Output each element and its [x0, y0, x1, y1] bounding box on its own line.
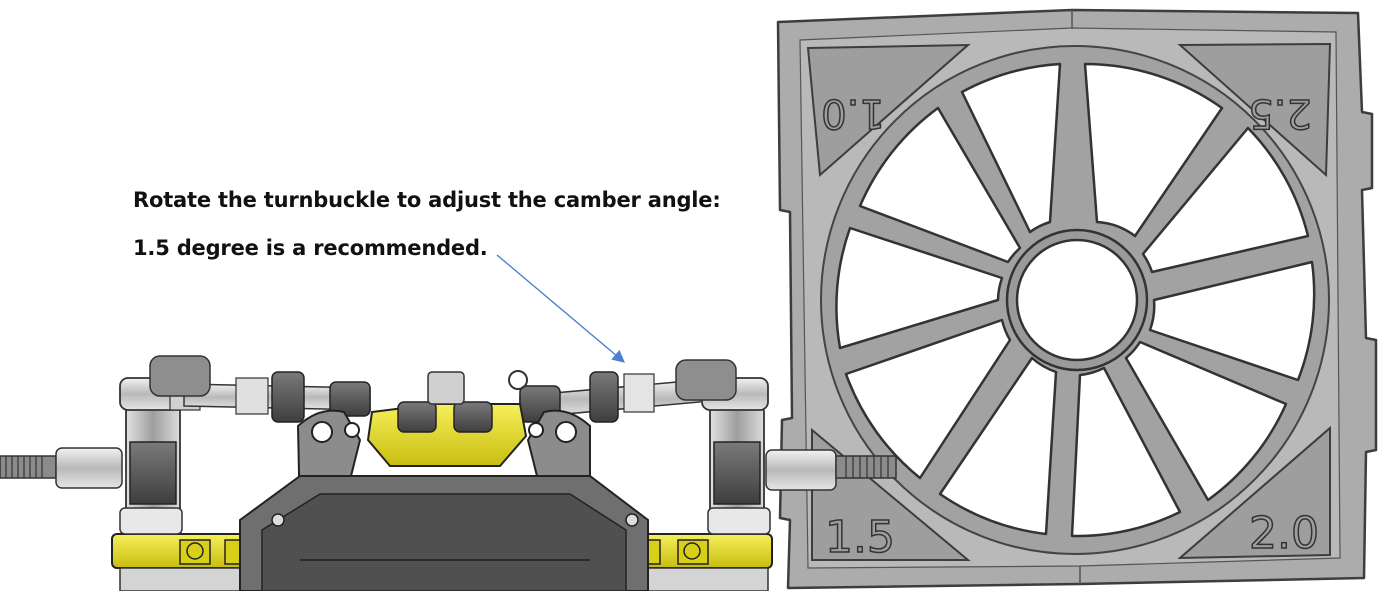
instruction-line-2: 1.5 degree is a recommended.: [133, 236, 488, 260]
gauge-label-bottom-right: 2.0: [1249, 508, 1319, 559]
camber-gauge: 1.0 2.5 1.5 2.0: [776, 8, 1378, 590]
gauge-wheel: [820, 45, 1330, 555]
gauge-label-bottom-left: 1.5: [825, 512, 895, 563]
suspension-assembly: [0, 355, 897, 591]
gauge-label-top-left: 1.0: [821, 90, 885, 136]
pointer-arrow: [496, 254, 625, 363]
gauge-label-top-right: 2.5: [1248, 90, 1312, 136]
instruction-line-1: Rotate the turnbuckle to adjust the camb…: [133, 188, 721, 212]
